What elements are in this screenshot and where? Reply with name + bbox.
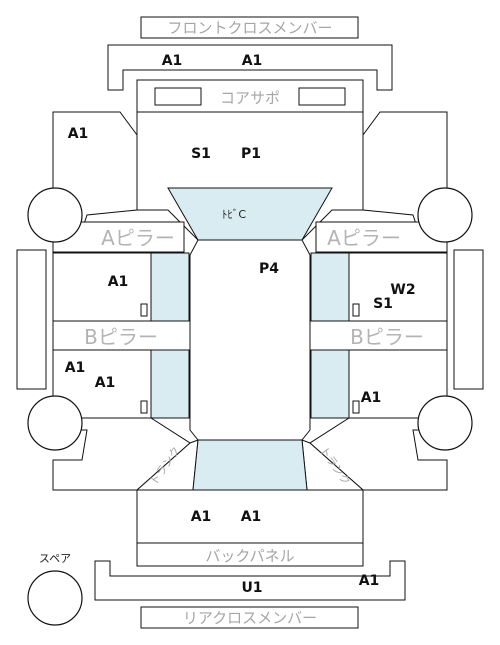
back-panel xyxy=(136,542,364,567)
front-door-right-handle xyxy=(352,303,360,317)
b-pillar-right-panel xyxy=(309,320,448,351)
rear-member-right-mark: A1 xyxy=(359,573,380,589)
fender-left-mark: A1 xyxy=(68,126,89,142)
b-pillar-left-panel xyxy=(52,320,191,351)
rear-door-right-mark: A1 xyxy=(361,390,382,406)
b-pillar-left-label: Bピラー xyxy=(84,325,158,349)
rear-cross-member-label: リアクロスメンバー xyxy=(183,609,317,627)
front-cross-member-box xyxy=(140,16,359,39)
trunk-left-mark: A1 xyxy=(191,509,212,525)
rear-door-right-handle xyxy=(352,400,360,414)
dash-label: ﾄﾋﾞC xyxy=(222,208,246,221)
wheel-front-right xyxy=(417,187,473,243)
headlight-right xyxy=(298,87,346,106)
rear-member-mark: U1 xyxy=(241,580,262,596)
spare-label: スペア xyxy=(39,552,71,565)
a-pillar-right-panel xyxy=(315,221,448,253)
front-door-left-handle xyxy=(140,303,148,317)
core-support-label: コアサポ xyxy=(220,89,280,107)
rocker-left xyxy=(16,249,47,390)
rear-door-left-mark: A1 xyxy=(95,375,116,391)
headlight-left xyxy=(154,87,202,106)
rear-window-right xyxy=(310,349,350,419)
a-pillar-left-label: Aピラー xyxy=(101,226,175,250)
hood-p-mark: P1 xyxy=(241,146,261,162)
roof-mark: P4 xyxy=(259,261,279,277)
front-window-right xyxy=(310,252,350,322)
spare-tire xyxy=(27,570,83,626)
front-cross-member-label: フロントクロスメンバー xyxy=(167,19,332,37)
rocker-right xyxy=(453,249,484,390)
rear-window-left xyxy=(150,349,190,419)
hood-s-mark: S1 xyxy=(191,146,211,162)
back-panel-label: バックパネル xyxy=(205,547,294,565)
front-door-right xyxy=(348,252,448,322)
front-door-left xyxy=(52,252,152,322)
wheel-front-left xyxy=(27,187,83,243)
wheel-rear-left xyxy=(27,395,83,451)
a-pillar-right-label: Aピラー xyxy=(327,226,401,250)
front-member-right-mark: A1 xyxy=(242,53,263,69)
front-door-left-mark: A1 xyxy=(108,274,129,290)
front-window-left xyxy=(150,252,190,322)
rear-window xyxy=(192,439,308,491)
b-pillar-right-label: Bピラー xyxy=(350,325,424,349)
front-bumper xyxy=(107,44,393,91)
rear-cross-member-box xyxy=(140,606,359,629)
wheel-rear-right xyxy=(417,395,473,451)
trunk-right-mark: A1 xyxy=(241,509,262,525)
rear-bumper xyxy=(94,560,406,601)
front-door-right-s-mark: S1 xyxy=(373,296,393,312)
roof-panel xyxy=(189,239,311,441)
front-member-left-mark: A1 xyxy=(162,53,183,69)
rear-door-left-handle xyxy=(140,400,148,414)
rear-left-outer-mark: A1 xyxy=(65,360,86,376)
front-door-right-w-mark: W2 xyxy=(390,282,415,298)
